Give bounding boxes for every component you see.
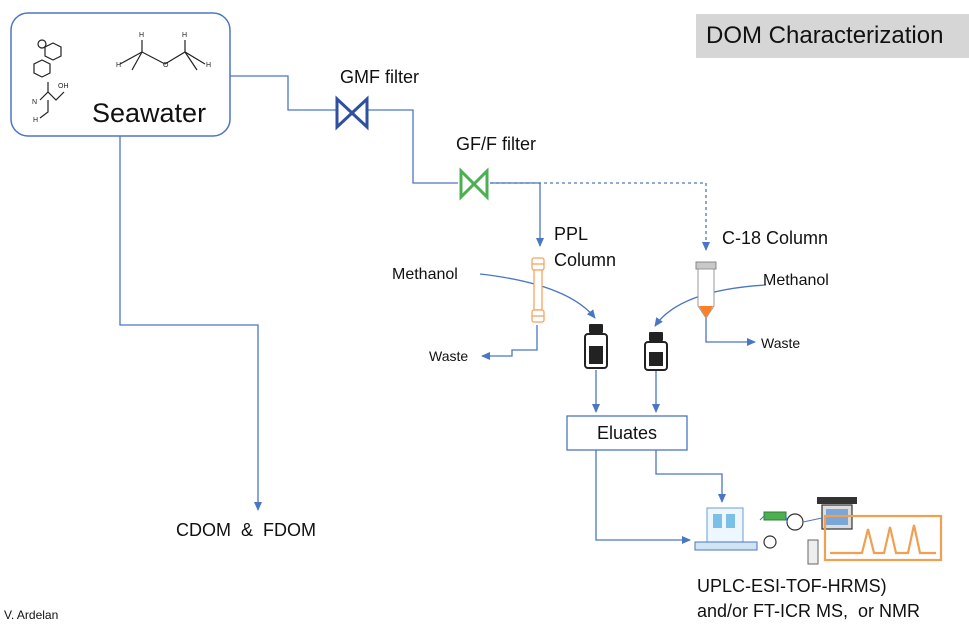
gmf-filter-label: GMF filter xyxy=(340,67,419,87)
flow-gff-to-ppl xyxy=(490,182,544,247)
flow-methanol-to-left-vial xyxy=(479,273,596,319)
svg-text:N: N xyxy=(32,99,37,106)
molecule-structure-icon xyxy=(33,39,206,119)
gff-filter-label: GF/F filter xyxy=(456,134,536,154)
lc-ms-instrument-icon xyxy=(694,497,943,565)
gmf-valve-icon xyxy=(335,95,369,131)
right-vial-icon xyxy=(644,332,668,371)
methanol-right-label: Methanol xyxy=(763,272,829,289)
ppl-column-icon xyxy=(531,257,545,323)
output-label-line1: UPLC-ESI-TOF-HRMS) xyxy=(697,576,887,596)
ppl-column-label-line2: Column xyxy=(554,250,617,270)
flow-eluates-to-instrument-left xyxy=(595,450,691,544)
flow-methanol-to-right-vial xyxy=(654,284,767,327)
waste-left-label: Waste xyxy=(429,348,469,364)
c18-column-label: C-18 Column xyxy=(722,228,829,248)
svg-text:H: H xyxy=(206,62,211,69)
flow-seawater-to-gmf xyxy=(230,75,336,111)
left-vial-icon xyxy=(584,324,608,369)
flow-eluates-to-instrument-top xyxy=(655,450,726,503)
svg-text:H: H xyxy=(139,32,144,39)
page-title: DOM Characterization xyxy=(696,14,969,58)
gff-valve-icon xyxy=(459,167,489,201)
c18-column-icon xyxy=(695,261,717,325)
cdom-fdom-label: CDOM & FDOM xyxy=(176,520,316,540)
svg-text:H: H xyxy=(33,117,38,124)
author-credit: V. Ardelan xyxy=(4,608,59,622)
svg-text:H: H xyxy=(116,62,121,69)
eluates-box xyxy=(566,415,688,451)
svg-text:OH: OH xyxy=(58,83,69,90)
methanol-left-label: Methanol xyxy=(392,266,458,283)
flow-gff-to-c18 xyxy=(490,182,710,251)
seawater-label: Seawater xyxy=(92,98,207,128)
output-label-line2: and/or FT-ICR MS, or NMR xyxy=(697,601,921,621)
svg-text:H: H xyxy=(182,32,187,39)
flow-ppl-to-waste xyxy=(481,325,538,360)
eluates-label: Eluates xyxy=(596,423,658,443)
flow-c18-to-waste xyxy=(705,325,756,346)
waste-right-label: Waste xyxy=(761,335,801,351)
flow-gmf-to-gff xyxy=(368,109,458,184)
flow-seawater-to-cdom xyxy=(119,136,262,511)
ppl-column-label-line1: PPL xyxy=(554,224,589,244)
svg-text:O: O xyxy=(163,62,169,69)
